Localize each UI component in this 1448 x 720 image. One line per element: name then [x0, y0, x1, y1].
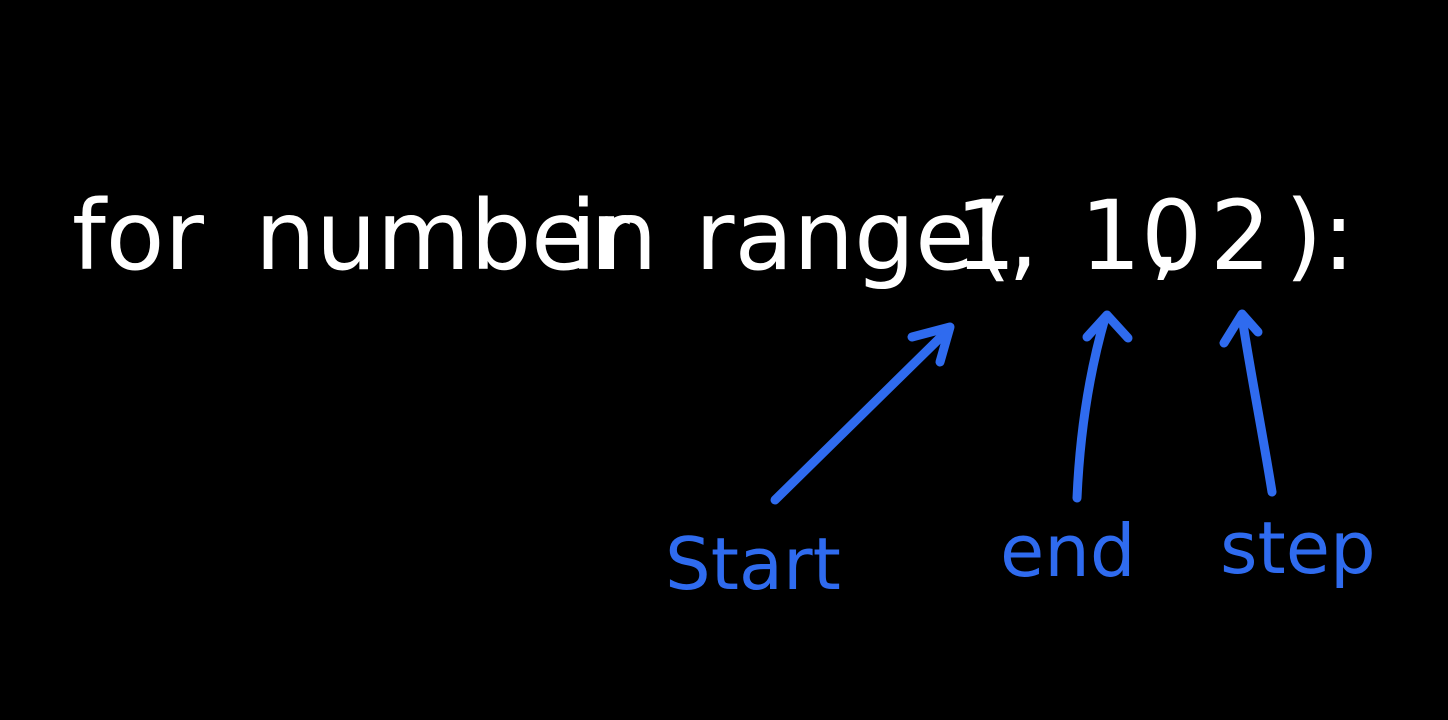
code-variable-number: number	[255, 180, 630, 292]
end-arrow-head	[1082, 310, 1133, 343]
step-arrow	[1219, 309, 1277, 497]
start-arrow	[770, 322, 955, 505]
code-keyword-in: in	[570, 180, 658, 292]
code-comma-1: ,	[1008, 180, 1039, 292]
end-arrow	[1072, 310, 1133, 503]
code-arg-end: 10	[1080, 180, 1203, 292]
start-label: Start	[665, 522, 841, 606]
code-arg-step: 2	[1210, 180, 1272, 292]
code-arg-start: 1	[955, 180, 1017, 292]
start-arrow-head	[907, 322, 955, 367]
code-comma-2: ,	[1150, 180, 1181, 292]
code-keyword-for: for	[72, 180, 204, 292]
step-label: step	[1220, 506, 1376, 590]
start-arrow-shaft	[770, 325, 953, 505]
step-arrow-shaft	[1237, 312, 1277, 497]
step-arrow-head	[1219, 309, 1263, 348]
code-closing: ):	[1285, 180, 1355, 292]
end-arrow-shaft	[1072, 313, 1110, 503]
code-function-range: range(	[695, 180, 1012, 292]
end-label: end	[1000, 509, 1136, 593]
